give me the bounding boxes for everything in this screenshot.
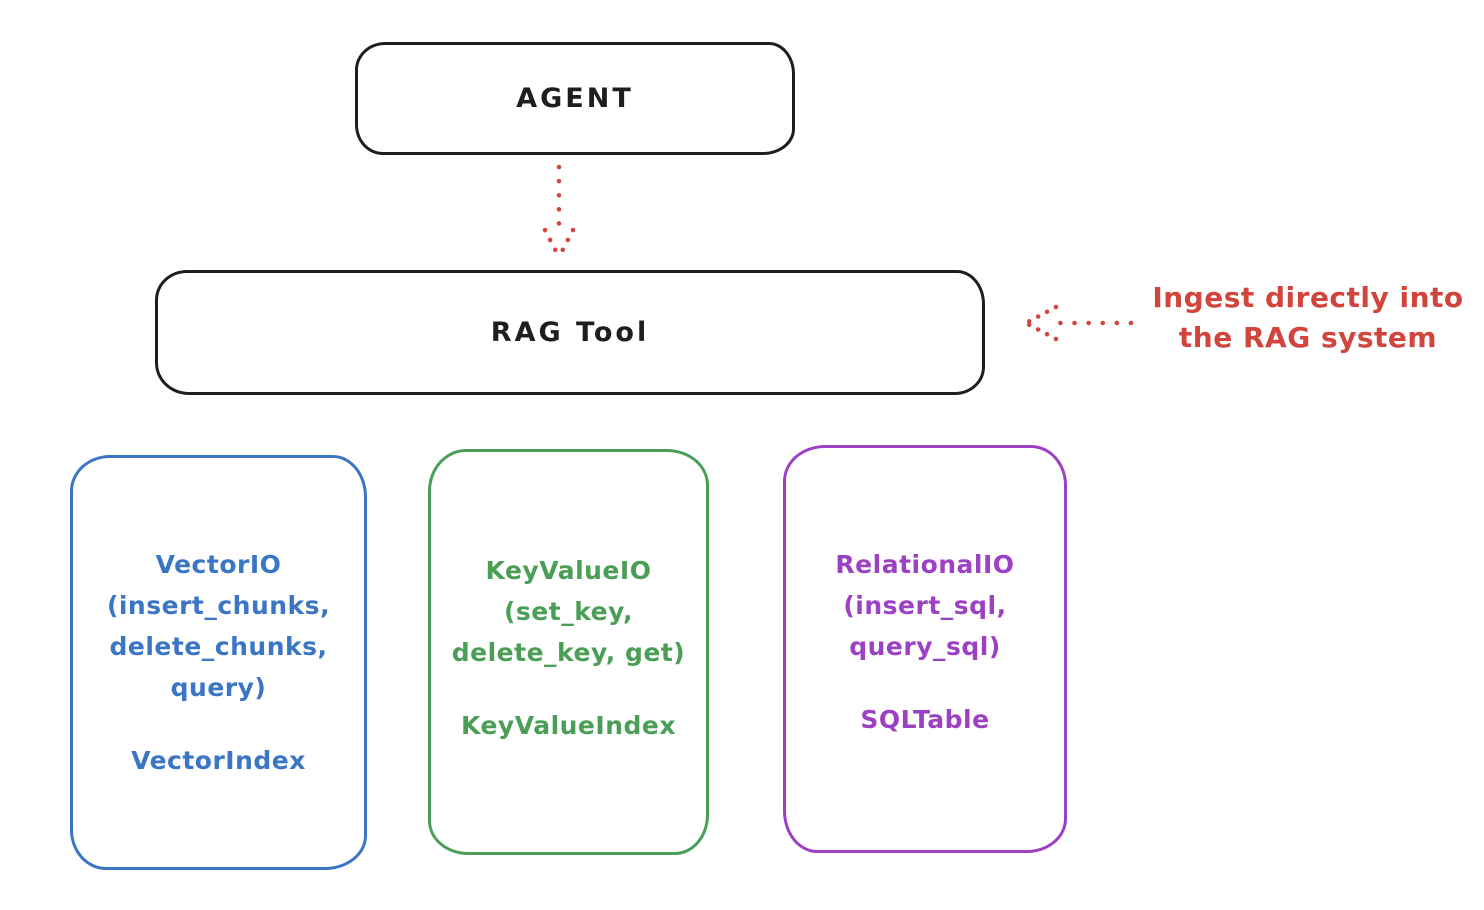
keyvalue-io-box: KeyValueIO (set_key, delete_key, get) Ke… bbox=[428, 449, 709, 855]
vector-index-label: VectorIndex bbox=[131, 746, 306, 775]
relational-io-line: RelationalIO bbox=[835, 550, 1015, 579]
arrow-head bbox=[1023, 304, 1059, 342]
vector-io-line: delete_chunks, bbox=[109, 632, 328, 661]
vector-io-line: VectorIO bbox=[155, 550, 282, 579]
vector-io-line: query) bbox=[170, 673, 267, 702]
ingest-annotation-line1: Ingest directly into bbox=[1152, 281, 1464, 314]
agent-to-ragtool-arrow-icon bbox=[542, 164, 576, 260]
keyvalue-io-line: (set_key, bbox=[504, 597, 633, 626]
ingest-annotation: Ingest directly into the RAG system bbox=[1140, 278, 1476, 358]
vector-io-line: (insert_chunks, bbox=[106, 591, 331, 620]
keyvalue-index-label: KeyValueIndex bbox=[461, 711, 676, 740]
rag-tool-box-label: RAG Tool bbox=[490, 317, 650, 348]
agent-box-label: AGENT bbox=[516, 83, 634, 114]
relational-io-line: (insert_sql, bbox=[843, 591, 1007, 620]
keyvalue-io-line: delete_key, get) bbox=[451, 638, 686, 667]
ingest-annotation-arrow-icon bbox=[1023, 304, 1134, 342]
ingest-annotation-line2: the RAG system bbox=[1178, 321, 1438, 354]
agent-box: AGENT bbox=[355, 42, 795, 155]
rag-tool-box: RAG Tool bbox=[155, 270, 985, 395]
relational-io-line: query_sql) bbox=[849, 632, 1001, 661]
keyvalue-io-line: KeyValueIO bbox=[485, 556, 652, 585]
relational-io-box: RelationalIO (insert_sql, query_sql) SQL… bbox=[783, 445, 1067, 853]
sql-table-label: SQLTable bbox=[860, 705, 990, 734]
vector-io-box: VectorIO (insert_chunks, delete_chunks, … bbox=[70, 455, 367, 870]
arrow-head bbox=[542, 227, 576, 260]
